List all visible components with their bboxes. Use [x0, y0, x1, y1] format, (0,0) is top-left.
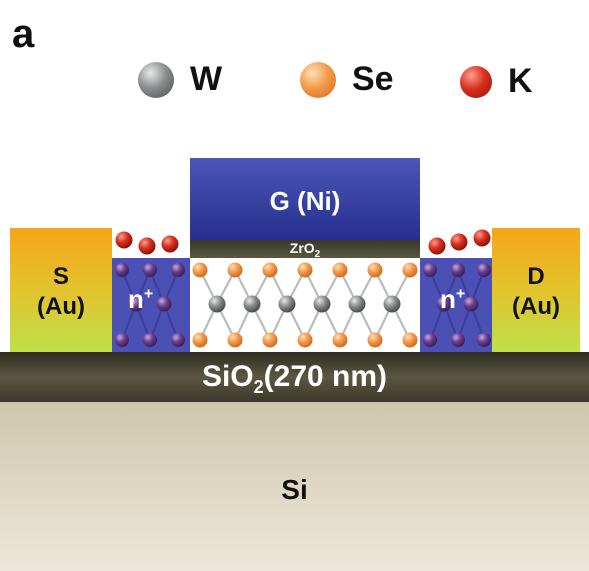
doped-w-atom	[156, 296, 172, 312]
se-atom	[367, 332, 383, 348]
w-atom	[313, 295, 331, 313]
legend-item-k: K	[460, 62, 533, 101]
source-contact	[10, 228, 112, 352]
n-plus-right-main: n	[440, 284, 456, 314]
drain-contact	[492, 228, 580, 352]
substrate-label: Si	[281, 474, 308, 505]
potassium-dopants	[115, 229, 491, 255]
red-sphere-icon	[460, 65, 492, 98]
zro2-label: ZrO2	[190, 239, 420, 264]
se-atom	[192, 332, 208, 348]
k-atom	[161, 235, 179, 253]
se-atom	[192, 262, 208, 278]
legend-label-w: W	[190, 60, 223, 98]
oxide-label-main: SiO	[201, 360, 254, 393]
source-label-line1: S	[52, 263, 69, 290]
n-plus-label-right: n+	[440, 284, 500, 315]
n-plus-label-left: n+	[128, 284, 188, 315]
doped-se-atom	[423, 333, 437, 347]
doped-se-atom	[115, 263, 129, 277]
orange-sphere-icon	[300, 61, 336, 98]
doped-w-atom	[463, 296, 479, 312]
se-atom	[297, 332, 313, 348]
doped-se-atom	[451, 263, 465, 277]
doped-se-atom	[477, 333, 491, 347]
gate-electrode	[190, 158, 420, 240]
doped-se-atom	[115, 333, 129, 347]
zro2-dielectric	[190, 240, 420, 258]
w-atom	[208, 295, 226, 313]
n-plus-right-sup: +	[455, 285, 466, 303]
n-plus-left-sup: +	[143, 285, 154, 303]
drain-label: D (Au)	[492, 262, 580, 322]
se-atom	[402, 262, 418, 278]
drain-label-line2: (Au)	[512, 293, 560, 320]
lattice-atoms	[115, 262, 491, 348]
k-atom	[473, 229, 491, 247]
legend-label-se: Se	[352, 60, 394, 98]
w-atom	[278, 295, 296, 313]
se-atom	[332, 262, 348, 278]
k-atom	[138, 237, 156, 255]
se-atom	[227, 332, 243, 348]
se-atom	[227, 262, 243, 278]
oxide-label-sub: 2	[253, 377, 264, 397]
k-atom	[428, 237, 446, 255]
se-atom	[402, 332, 418, 348]
doped-se-atom	[171, 333, 185, 347]
w-atom	[383, 295, 401, 313]
doped-se-atom	[171, 263, 185, 277]
substrate-si	[0, 400, 589, 571]
doped-se-atom	[477, 263, 491, 277]
gray-sphere-icon	[138, 61, 174, 98]
k-atom	[450, 233, 468, 251]
se-atom	[367, 262, 383, 278]
source-label: S (Au)	[10, 262, 112, 322]
legend-item-se: Se	[300, 60, 394, 99]
w-atom	[243, 295, 261, 313]
legend-label-k: K	[508, 62, 533, 100]
oxide-label: SiO2(270 nm)	[0, 360, 589, 398]
doped-se-atom	[451, 333, 465, 347]
drain-label-line1: D	[527, 263, 545, 290]
se-atom	[262, 262, 278, 278]
n-plus-left-main: n	[128, 284, 144, 314]
legend-item-w: W	[138, 60, 222, 99]
w-atom	[348, 295, 366, 313]
doped-se-atom	[423, 263, 437, 277]
source-label-line2: (Au)	[37, 293, 85, 320]
panel-label: a	[12, 12, 35, 56]
gate-label: G (Ni)	[269, 186, 341, 216]
doped-w-atom	[436, 296, 452, 312]
doped-se-atom	[143, 263, 157, 277]
doped-w-atom	[128, 296, 144, 312]
oxide-layer	[0, 352, 589, 402]
oxide-label-rest: (270 nm)	[263, 360, 388, 393]
zro2-label-main: ZrO	[289, 240, 315, 256]
doped-se-atom	[143, 333, 157, 347]
se-atom	[297, 262, 313, 278]
se-atom	[262, 332, 278, 348]
zro2-label-sub: 2	[314, 248, 321, 260]
se-atom	[332, 332, 348, 348]
k-atom	[115, 231, 133, 249]
